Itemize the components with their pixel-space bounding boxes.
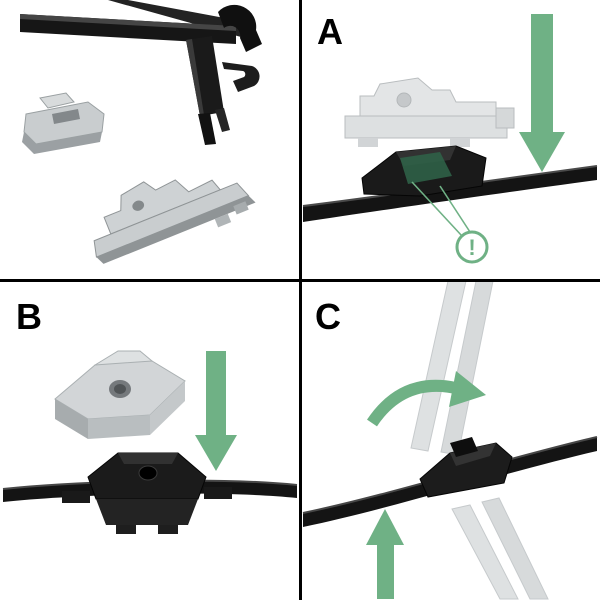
up-arrow-icon xyxy=(366,509,404,599)
panel-label-a: A xyxy=(317,11,343,52)
bracket-hole xyxy=(132,200,145,211)
warning-circle xyxy=(455,230,489,264)
vertical-divider xyxy=(299,0,302,600)
panel-label-c: C xyxy=(315,296,341,337)
small-adapter-clip xyxy=(22,92,105,154)
wiper-arm-parts xyxy=(20,0,262,145)
warning-icon: ! xyxy=(411,181,489,264)
rotate-arrow-icon xyxy=(367,371,486,427)
arm-vertical-member xyxy=(186,36,224,116)
parts-illustration xyxy=(20,0,262,264)
panel-step-b: B xyxy=(0,281,300,600)
ghost-adapter-hole xyxy=(396,92,412,108)
bracket-upper-body xyxy=(103,179,222,235)
ghost-adapter-body xyxy=(359,77,497,117)
ghost-arm-strip-lower xyxy=(451,504,519,600)
down-arrow-icon xyxy=(195,351,237,471)
arm-prong xyxy=(198,113,216,145)
mount-click-zone xyxy=(400,152,452,184)
mount-lower-clamp xyxy=(96,499,198,525)
clip-slot xyxy=(52,109,80,124)
ghost-adapter-base xyxy=(344,115,508,139)
mount-hole xyxy=(138,465,158,481)
warning-pointer-line xyxy=(411,181,463,237)
wiper-blade xyxy=(302,145,598,222)
panel-parts-overview xyxy=(0,0,300,281)
step-a-illustration: ! xyxy=(302,14,598,264)
bracket-pin xyxy=(214,213,232,228)
arm-side-hook xyxy=(222,62,260,92)
down-arrow-icon xyxy=(519,14,565,172)
large-adapter-bracket xyxy=(93,179,256,264)
panel-step-a: A xyxy=(300,0,600,281)
arm-hook xyxy=(218,4,262,52)
panel-label-b: B xyxy=(16,296,42,337)
panel-step-c: C xyxy=(300,281,600,600)
wiper-blade xyxy=(2,452,298,534)
blade-body xyxy=(303,166,597,222)
ghost-arm-strip-lower-2 xyxy=(481,497,549,600)
adapter-front-face xyxy=(88,415,150,439)
step-b-illustration xyxy=(2,350,298,534)
warning-exclamation: ! xyxy=(468,235,475,260)
ghost-adapter xyxy=(344,77,515,147)
arm-prong-2 xyxy=(215,108,230,132)
step-c-illustration xyxy=(302,281,598,600)
adapter-3d xyxy=(54,350,186,439)
bracket-base xyxy=(93,182,250,258)
arm-connector xyxy=(450,437,478,457)
warning-pointer-line-2 xyxy=(439,185,471,233)
wiper-blade xyxy=(302,436,598,527)
bracket-pin-2 xyxy=(233,201,249,215)
ghost-wiper-arm xyxy=(410,281,549,600)
